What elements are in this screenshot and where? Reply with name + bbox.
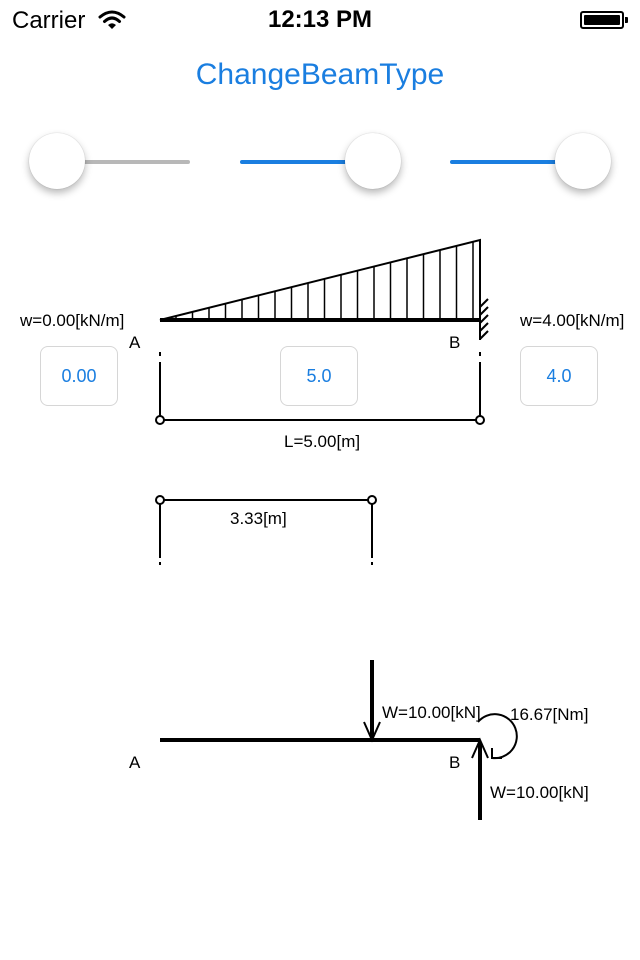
slider-3-track[interactable] (450, 160, 584, 164)
distributed-load-triangle (159, 238, 481, 321)
load-arrowhead (363, 721, 381, 743)
status-bar: Carrier 12:13 PM (0, 0, 640, 40)
slider-2-thumb[interactable] (345, 133, 401, 189)
left-load-field[interactable] (40, 346, 118, 406)
fixed-support-icon (479, 240, 489, 340)
battery-icon (580, 11, 628, 29)
clock: 12:13 PM (267, 6, 373, 33)
length-label: L=5.00[m] (284, 432, 361, 451)
wifi-icon (98, 10, 126, 29)
carrier-label: Carrier (12, 7, 86, 34)
slider-1-track[interactable] (58, 160, 190, 164)
reaction-label: W=10.00[kN] (490, 783, 589, 802)
page-title[interactable]: ChangeBeamType (195, 58, 445, 91)
point-a-label: A (129, 333, 141, 352)
resultant-position-label: 3.33[m] (230, 509, 287, 528)
load-label: W=10.00[kN] (382, 703, 481, 722)
load-hatch (175, 241, 474, 320)
point-b-label: B (449, 333, 461, 352)
moment-label: 16.67[Nm] (510, 705, 589, 724)
right-load-field[interactable] (520, 346, 598, 406)
slider-1-thumb[interactable] (29, 133, 85, 189)
left-load-label: w=0.00[kN/m] (20, 311, 125, 330)
length-field[interactable] (280, 346, 358, 406)
reaction-arrowhead (471, 737, 489, 759)
moment-arrowhead (491, 748, 502, 759)
slider-2-track[interactable] (240, 160, 374, 164)
resultant-position-dimension (155, 495, 377, 565)
right-load-label: w=4.00[kN/m] (520, 311, 625, 330)
slider-3-thumb[interactable] (555, 133, 611, 189)
reaction-point-a-label: A (129, 753, 141, 772)
reaction-point-b-label: B (449, 753, 461, 772)
